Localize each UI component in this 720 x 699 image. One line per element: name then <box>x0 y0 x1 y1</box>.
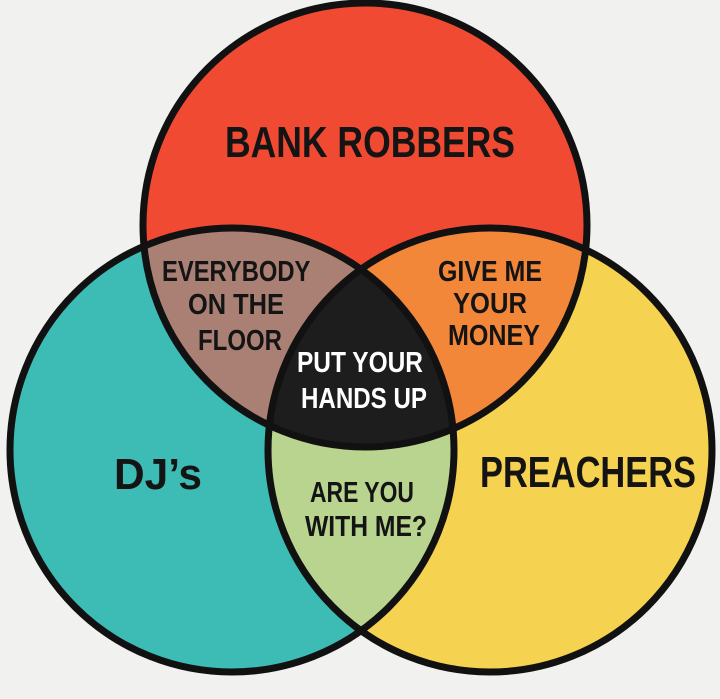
label-bank-robbers: BANK ROBBERS <box>225 118 515 167</box>
label-put-your-hands-up: PUT YOUR HANDS UP <box>297 347 431 415</box>
outline-djs <box>6 224 458 676</box>
label-are-you-with-me: ARE YOU WITH ME? <box>305 477 427 543</box>
label-preachers: PREACHERS <box>480 448 696 497</box>
outline-bank-robbers <box>139 0 591 451</box>
outline-preachers <box>264 224 716 676</box>
label-djs: DJ’s <box>114 450 202 499</box>
overlap-center <box>268 228 454 447</box>
label-everybody-on-the-floor: EVERYBODY ON THE FLOOR <box>162 256 318 357</box>
label-give-me-your-money: GIVE ME YOUR MONEY <box>438 256 550 352</box>
